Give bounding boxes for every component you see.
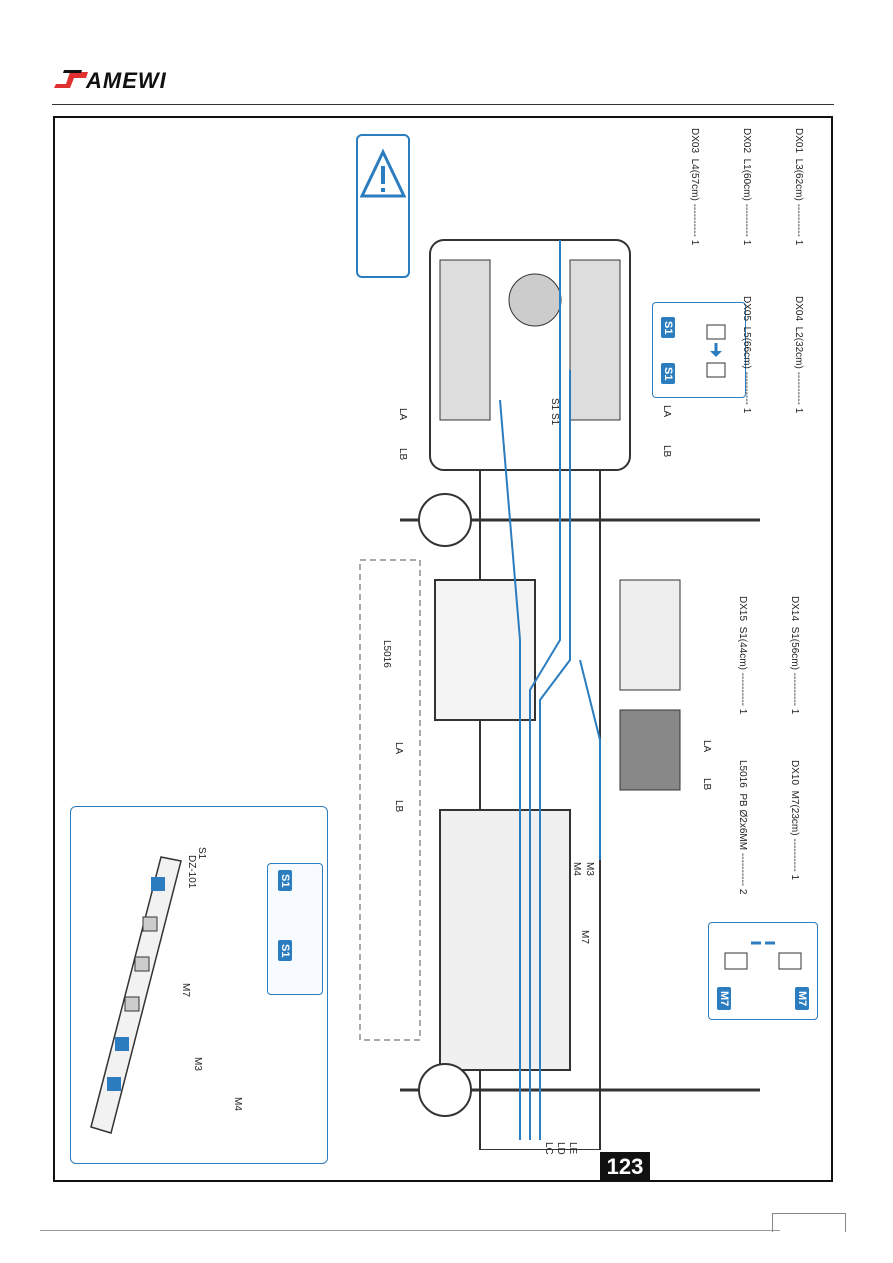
instruction-panel [53, 116, 833, 1182]
warning-triangle-icon [359, 148, 407, 198]
cable-item: DX02 L1(60cm) ---------- 1 [741, 128, 752, 246]
s1-connector-callout: S1 S1 [652, 302, 746, 398]
cable-item: DX10 M7(23cm) ---------- 1 [789, 760, 800, 881]
brand-name: AMEWI [86, 68, 167, 93]
m7-tag-a: M7 [717, 987, 731, 1011]
label-lb-front-left: LB [397, 448, 408, 461]
s1-tag-b: S1 [661, 363, 675, 385]
chassis-diagram [359, 239, 760, 1150]
cable-item: DX05 L5(66cm) ---------- 1 [741, 296, 752, 414]
cable-item: L5016 PB Ø2x6MM ---------- 2 [737, 760, 748, 895]
s1-tag-d: S1 [278, 940, 292, 962]
cable-item: DX14 S1(56cm) ---------- 1 [789, 596, 800, 715]
label-lb-mid-right: LB [701, 778, 712, 791]
connector-arrow-icon [706, 324, 726, 378]
label-la-mid-left: LA [393, 742, 404, 755]
label-s1s1: S1 S1 [549, 398, 560, 426]
circuit-board-icon [90, 856, 182, 1134]
m7-tag-b: M7 [795, 987, 809, 1011]
s1-tag-c: S1 [278, 870, 292, 892]
footer-divider [40, 1230, 780, 1231]
logo-mark-icon [54, 70, 88, 88]
label-la-front-left: LA [397, 408, 408, 421]
label-lb-mid-left: LB [393, 800, 404, 813]
label-l5016: L5016 [381, 640, 392, 668]
label-m4-board: M4 [232, 1097, 243, 1111]
m7-connector-callout: M7 M7 [708, 922, 818, 1020]
label-le: LE [567, 1142, 578, 1155]
warning-box [356, 134, 410, 278]
label-la-front-right: LA [661, 405, 672, 418]
s1-insert-detail: S1 S1 [267, 863, 323, 995]
cable-item: DX01 L3(62cm) ---------- 1 [793, 128, 804, 246]
cable-item: DX15 S1(44cm) ---------- 1 [737, 596, 748, 715]
header-divider [52, 104, 834, 105]
connector-plug-icon [724, 941, 802, 970]
label-s1-board: S1 [196, 847, 207, 860]
footer-tab [772, 1213, 846, 1232]
brand-logo: AMEWI [52, 62, 188, 98]
dz101-board-callout: S1 DZ-101 M7 M3 M4 S1 S1 [70, 806, 328, 1164]
label-m7-board: M7 [180, 983, 191, 997]
s1-tag-a: S1 [661, 317, 675, 339]
label-m3-board: M3 [192, 1057, 203, 1071]
label-m3-chassis: M3 [584, 862, 595, 876]
page-number: 123 [600, 1152, 650, 1182]
label-lc: LC [543, 1142, 554, 1155]
label-dz101: DZ-101 [186, 855, 197, 889]
cable-item: DX03 L4(57cm) ---------- 1 [689, 128, 700, 246]
label-m4-chassis: M4 [571, 862, 582, 876]
label-m7-chassis: M7 [579, 930, 590, 944]
label-lb-front-right: LB [661, 445, 672, 458]
cable-item: DX04 L2(32cm) ---------- 1 [793, 296, 804, 414]
label-ld: LD [555, 1142, 566, 1155]
label-la-mid-right: LA [701, 740, 712, 753]
